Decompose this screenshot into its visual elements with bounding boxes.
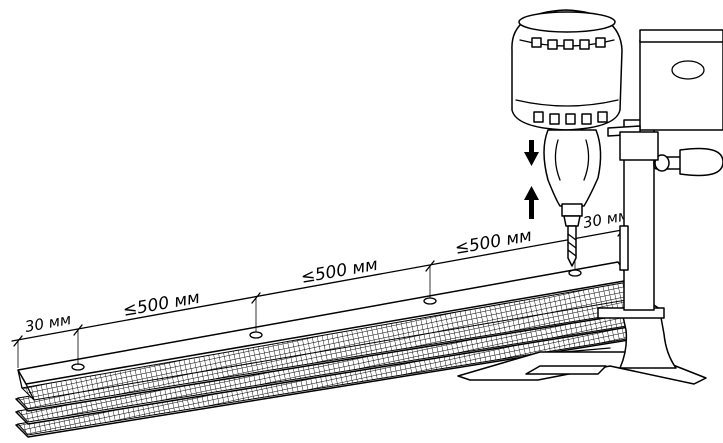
head-top [639, 29, 723, 43]
motion-arrows [524, 140, 539, 219]
dim-label-edge-left: 30 мм [24, 310, 73, 336]
collet [561, 203, 583, 217]
upper-teeth [531, 37, 606, 50]
base-slot [525, 365, 607, 375]
column-guard [619, 225, 629, 271]
column-foot [619, 311, 677, 369]
lower-teeth [533, 111, 608, 125]
dim-label-gap-1: ≤500 мм [121, 288, 201, 321]
feed-lever-grip [679, 147, 723, 177]
dim-label-gap-2: ≤500 мм [299, 255, 379, 288]
drill-bit [567, 225, 577, 267]
chuck-top-ring [518, 11, 616, 33]
up-arrow-icon [524, 186, 539, 219]
head-block [639, 39, 723, 131]
chuck-body [543, 129, 602, 207]
head-window [671, 60, 705, 80]
drill-press [457, 9, 723, 385]
sheet-stack [15, 261, 661, 438]
spindle-clamp [619, 131, 659, 161]
down-arrow-icon [524, 140, 539, 166]
collet-nut [563, 215, 581, 227]
